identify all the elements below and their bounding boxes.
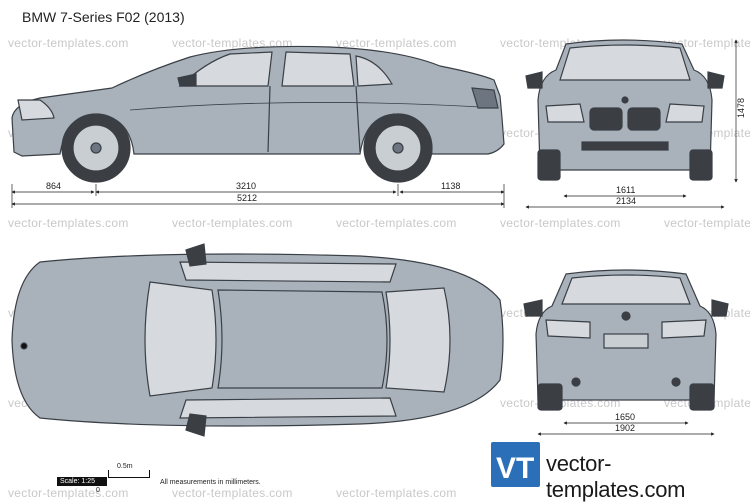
- rear-window: [561, 274, 691, 305]
- measurement-note: All measurements in millimeters.: [160, 479, 261, 486]
- watermark: vector-templates.com: [172, 486, 293, 500]
- scale-rule: [108, 470, 150, 478]
- page-title: BMW 7-Series F02 (2013): [22, 9, 185, 25]
- dim-width-front: 2134: [616, 196, 636, 206]
- watermark: vector-templates.com: [336, 216, 457, 230]
- watermark: vector-templates.com: [172, 36, 293, 50]
- dim-front-track: 1611: [616, 185, 635, 195]
- dim-wheelbase: 3210: [236, 181, 256, 191]
- top-view: [11, 243, 504, 437]
- watermark: vector-templates.com: [8, 36, 129, 50]
- watermark: vector-templates.com: [172, 216, 293, 230]
- front-dimensions: [525, 39, 738, 209]
- watermark: vector-templates.com: [664, 216, 750, 230]
- dim-length: 5212: [237, 193, 257, 203]
- logo-mark: VT: [496, 452, 534, 485]
- side-view: [11, 45, 505, 157]
- watermark: vector-templates.com: [664, 36, 750, 50]
- scale-zero: 0: [96, 487, 100, 494]
- dim-rear-track: 1650: [615, 412, 635, 422]
- dim-height: 1478: [736, 98, 746, 118]
- rear-dimensions: [537, 421, 715, 436]
- side-wheels: [61, 113, 433, 183]
- watermark: vector-templates.com: [500, 216, 621, 230]
- top-rear-window: [385, 287, 451, 393]
- watermark: vector-templates.com: [336, 486, 457, 500]
- watermark: vector-templates.com: [8, 486, 129, 500]
- front-windshield: [559, 44, 691, 81]
- dim-rear-overhang: 1138: [441, 181, 460, 191]
- dim-width-rear: 1902: [615, 423, 635, 433]
- rear-view: [523, 269, 729, 411]
- side-window-quarter: [355, 55, 394, 87]
- side-dimensions: [11, 184, 505, 208]
- front-view: [525, 39, 725, 181]
- side-window-rear: [281, 51, 355, 87]
- top-roof: [217, 289, 388, 389]
- watermark: vector-templates.com: [8, 216, 129, 230]
- watermark: vector-templates.com: [336, 36, 457, 50]
- dim-front-overhang: 864: [46, 181, 61, 191]
- logo-icon: [491, 442, 540, 487]
- top-windshield: [144, 281, 217, 397]
- logo-text[interactable]: vector-templates.com: [546, 451, 686, 502]
- scale-label: Scale: 1:25: [57, 477, 107, 486]
- scale-half-meter: 0.5m: [117, 463, 133, 470]
